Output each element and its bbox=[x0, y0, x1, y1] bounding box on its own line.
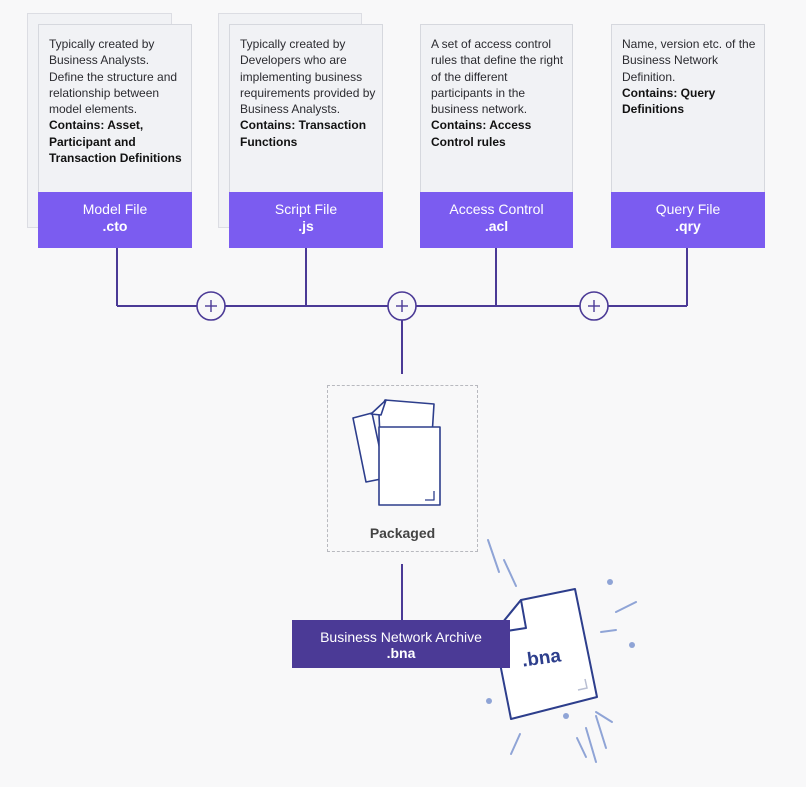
script-file-ext: .js bbox=[298, 218, 314, 234]
archive-name: Business Network Archive bbox=[320, 629, 482, 645]
access-control-label: Access Control .acl bbox=[420, 192, 573, 248]
documents-icon bbox=[352, 399, 441, 506]
sparkle-dots bbox=[486, 579, 635, 719]
query-file-contains: Contains: Query Definitions bbox=[622, 85, 716, 117]
script-file-contains: Contains: Transaction Functions bbox=[240, 118, 367, 149]
query-file-card: Name, version etc. of the Business Netwo… bbox=[611, 24, 765, 200]
connector-lines bbox=[116, 248, 688, 620]
model-file-name: Model File bbox=[82, 201, 148, 217]
script-file-card: Typically created by Developers who are … bbox=[229, 24, 383, 200]
query-file-description: Name, version etc. of the Business Netwo… bbox=[622, 37, 756, 84]
query-file-ext: .qry bbox=[675, 218, 701, 234]
bna-file-icon bbox=[493, 588, 598, 720]
access-control-card: A set of access control rules that defin… bbox=[420, 24, 573, 200]
archive-ext: .bna bbox=[386, 645, 416, 661]
query-file-label: Query File .qry bbox=[611, 192, 765, 248]
plus-icon bbox=[196, 291, 226, 321]
access-control-name: Access Control bbox=[449, 201, 544, 217]
access-control-ext: .acl bbox=[484, 218, 509, 234]
model-file-label: Model File .cto bbox=[38, 192, 192, 248]
script-file-description: Typically created by Developers who are … bbox=[240, 37, 376, 117]
business-network-archive-box: Business Network Archive .bna bbox=[292, 620, 510, 668]
model-file-contains: Contains: Asset, Participant and Transac… bbox=[49, 118, 182, 166]
packaged-box: Packaged bbox=[327, 385, 478, 552]
query-file-name: Query File bbox=[655, 201, 721, 217]
access-control-contains: Contains: Access Control rules bbox=[431, 118, 532, 149]
access-control-description: A set of access control rules that defin… bbox=[431, 37, 564, 117]
model-file-description: Typically created by Business Analysts. … bbox=[49, 37, 178, 117]
script-file-name: Script File bbox=[274, 201, 338, 217]
packaged-label: Packaged bbox=[369, 525, 436, 541]
plus-icon bbox=[387, 291, 417, 321]
model-file-ext: .cto bbox=[102, 218, 128, 234]
plus-icon bbox=[579, 291, 609, 321]
sparkle-lines bbox=[487, 539, 637, 763]
script-file-label: Script File .js bbox=[229, 192, 383, 248]
